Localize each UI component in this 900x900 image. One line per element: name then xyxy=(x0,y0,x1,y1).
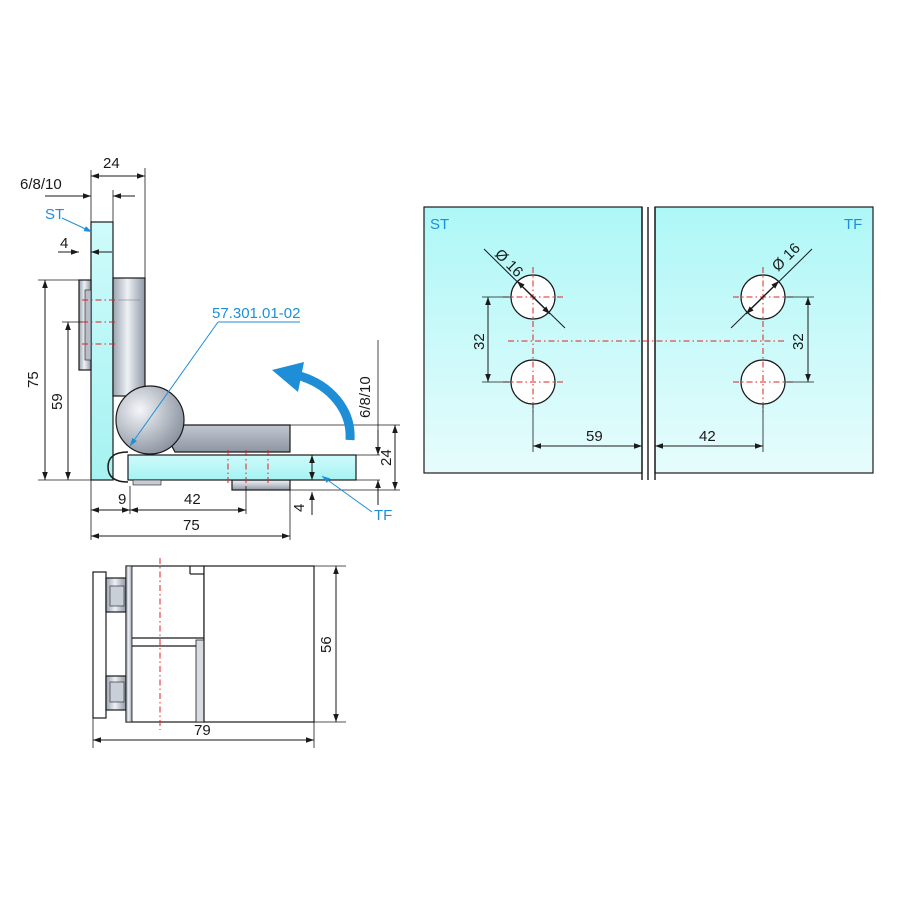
dim-width-24: 24 xyxy=(103,155,120,172)
dim-4-bottom: 4 xyxy=(291,504,308,512)
dim-glass-thickness-top: 6/8/10 xyxy=(20,176,62,193)
dim-24-right: 24 xyxy=(378,449,395,466)
dim-side-width-79: 79 xyxy=(194,722,211,739)
dim-42: 42 xyxy=(184,491,201,508)
gasket-tf xyxy=(107,451,129,483)
hinge-knuckle xyxy=(115,385,185,455)
label-tf-left: TF xyxy=(374,507,392,524)
panel-label-st: ST xyxy=(430,216,449,233)
hole-spacing-right: 32 xyxy=(790,333,807,350)
dim-hole-height-59: 59 xyxy=(49,393,66,410)
glass-st-vertical xyxy=(90,221,114,481)
edge-distance-left: 59 xyxy=(586,428,603,445)
clamp-plate-bottom xyxy=(231,479,291,491)
clamp-plate-left-inner xyxy=(84,289,92,361)
dim-side-height-56: 56 xyxy=(318,636,335,653)
glass-tf-horizontal xyxy=(127,454,357,481)
label-st-left: ST xyxy=(45,206,64,223)
rotation-arrow xyxy=(298,371,355,441)
dim-glass-thickness-right: 6/8/10 xyxy=(357,376,374,418)
dim-height-75: 75 xyxy=(25,371,42,388)
hinge-plan-view: 6/8/10 24 ST 4 75 59 57.301.01-02 6/8/10… xyxy=(20,155,400,540)
part-number: 57.301.01-02 xyxy=(212,305,300,322)
side-hinge-left-block xyxy=(125,565,205,723)
glass-panel-tf xyxy=(654,206,874,474)
glass-panel-drawings: ST TF Ø 16 Ø 16 32 32 59 42 xyxy=(423,206,874,480)
dim-9: 9 xyxy=(118,491,126,508)
side-hinge-right-block xyxy=(203,565,315,723)
dim-offset-4: 4 xyxy=(60,235,68,252)
panel-label-tf: TF xyxy=(844,216,862,233)
hinge-side-view: 56 79 xyxy=(92,558,346,748)
side-glass-plate xyxy=(92,571,107,719)
hole-spacing-left: 32 xyxy=(471,333,488,350)
hinge-body-vertical xyxy=(112,277,146,397)
dim-75-bottom: 75 xyxy=(183,517,200,534)
edge-distance-right: 42 xyxy=(699,428,716,445)
